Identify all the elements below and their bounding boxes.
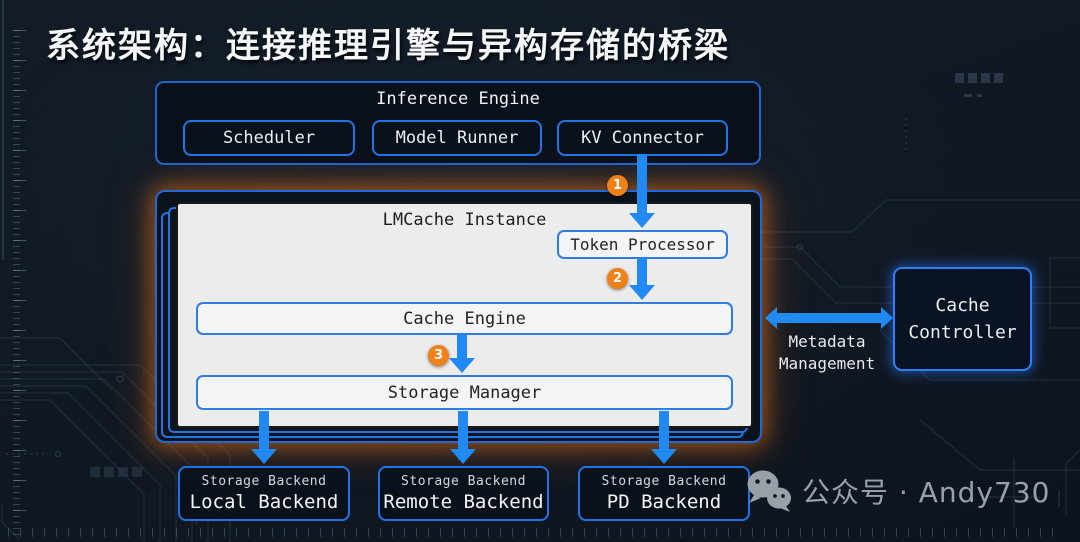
watermark: 公众号 · Andy730 — [746, 470, 1050, 512]
step-badge-2: 2 — [607, 268, 628, 289]
backend-name: Local Backend — [189, 491, 339, 513]
arrow-cache-engine-to-storage-manager — [457, 335, 467, 358]
backend-type-label: Storage Backend — [401, 474, 526, 489]
left-ruler-ticks — [13, 30, 20, 540]
cache-engine-box: Cache Engine — [196, 302, 733, 335]
metadata-management-label: Metadata Management — [778, 332, 876, 374]
cache-controller-box: Cache Controller — [893, 267, 1032, 371]
arrow-to-remote-backend — [458, 411, 468, 449]
arrow-token-to-cache-engine — [637, 258, 647, 285]
backend-type-label: Storage Backend — [601, 474, 727, 489]
wechat-icon — [747, 470, 791, 512]
storage-manager-box: Storage Manager — [196, 375, 733, 410]
scheduler-box: Scheduler — [183, 120, 355, 156]
token-processor-box: Token Processor — [557, 230, 728, 259]
kv-connector-box: KV Connector — [557, 120, 728, 156]
model-runner-box: Model Runner — [372, 120, 542, 156]
storage-backend-pd: Storage Backend PD Backend — [578, 466, 750, 521]
arrow-kv-to-token — [637, 154, 647, 213]
step-badge-1: 1 — [607, 175, 628, 196]
backend-type-label: Storage Backend — [201, 474, 327, 489]
arrow-metadata-bidirectional — [777, 313, 881, 323]
backend-name: PD Backend — [606, 491, 722, 513]
storage-backend-local: Storage Backend Local Backend — [178, 466, 350, 521]
backend-name: Remote Backend — [383, 491, 544, 513]
left-ruler-major-ticks — [13, 30, 26, 540]
lmcache-instance-title: LMCache Instance — [382, 210, 547, 230]
arrow-to-pd-backend — [659, 411, 669, 449]
step-badge-3: 3 — [428, 345, 449, 366]
bottom-ruler-ticks — [8, 528, 1063, 537]
inference-engine-title: Inference Engine — [376, 89, 540, 109]
page-title: 系统架构：连接推理引擎与异构存储的桥梁 — [46, 26, 730, 66]
arrow-to-local-backend — [259, 411, 269, 449]
watermark-text: 公众号 · Andy730 — [802, 476, 1051, 509]
storage-backend-remote: Storage Backend Remote Backend — [378, 466, 549, 521]
